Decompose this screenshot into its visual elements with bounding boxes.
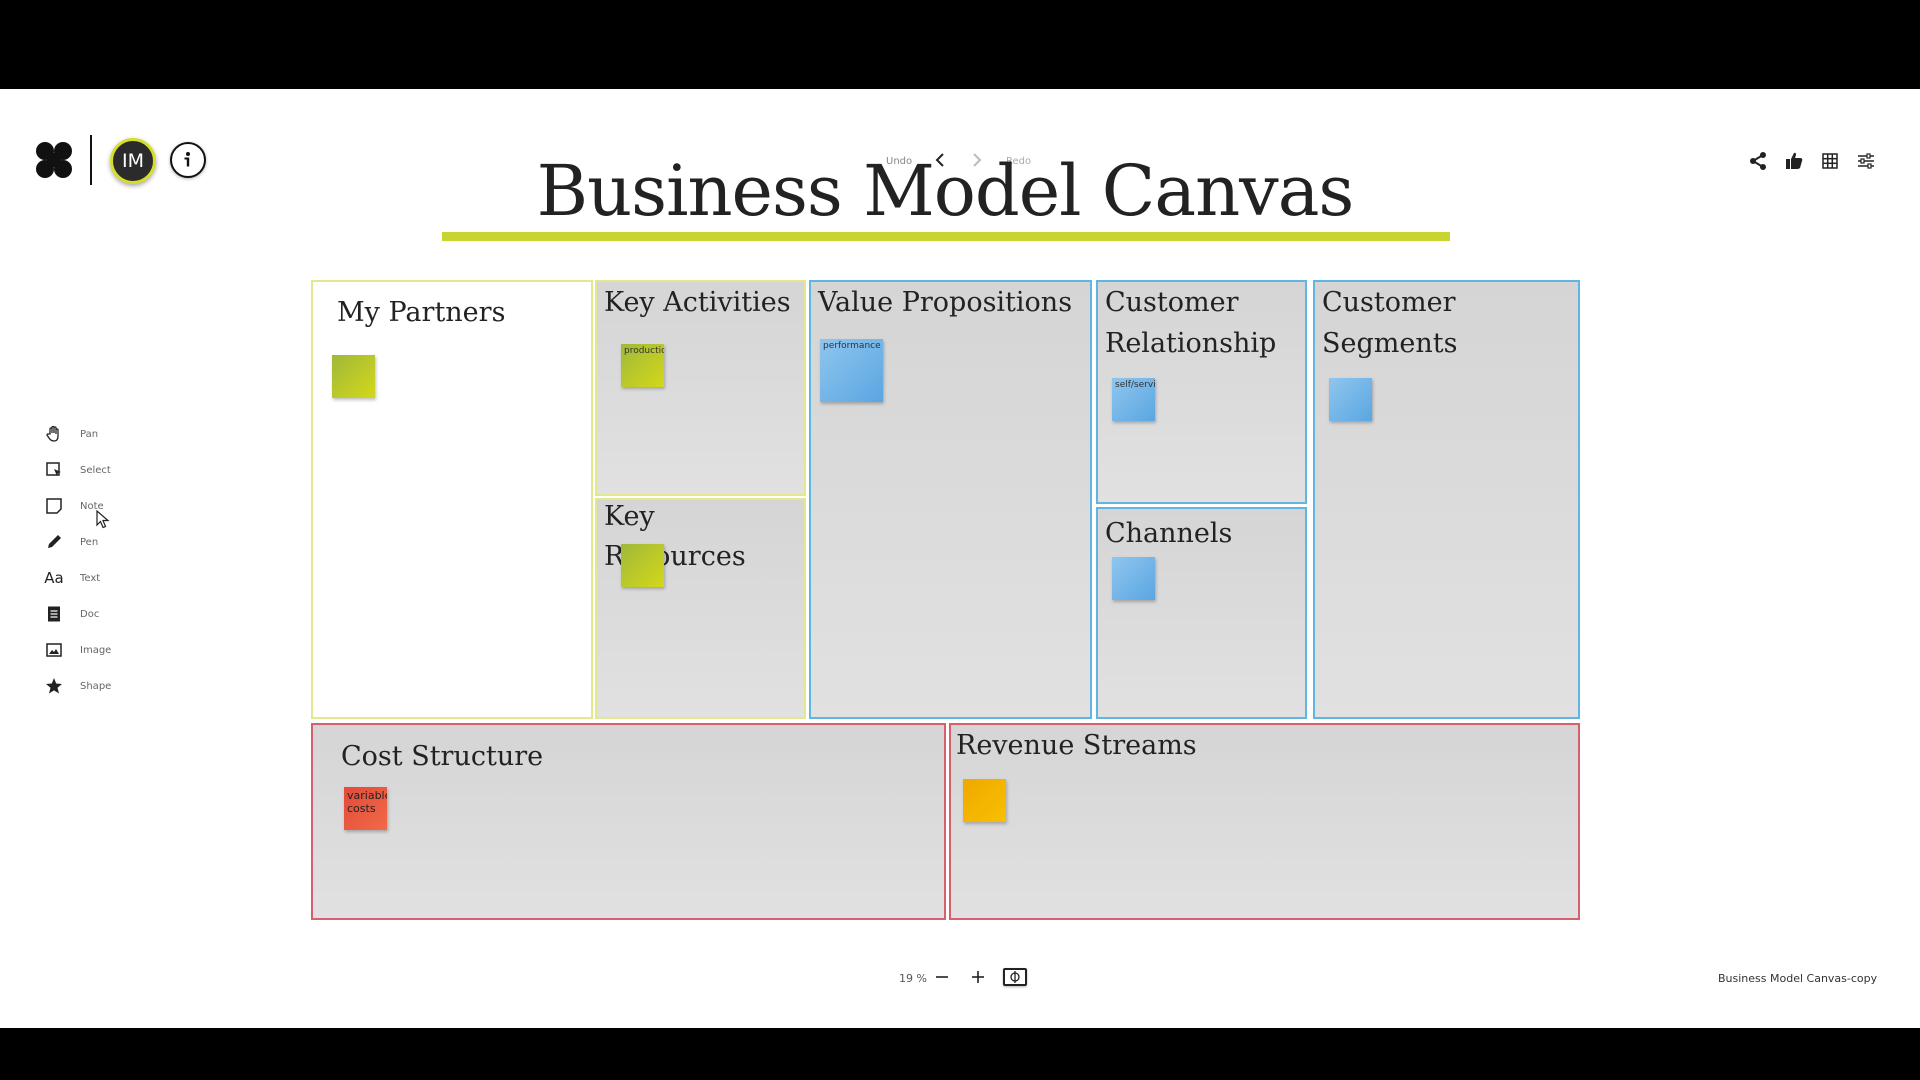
info-button[interactable] xyxy=(170,142,206,178)
mouse-cursor-icon xyxy=(96,509,110,530)
plus-icon xyxy=(972,971,984,983)
tool-text[interactable]: Aa Text xyxy=(40,566,100,590)
tool-label: Pen xyxy=(80,536,99,548)
tool-label: Text xyxy=(80,572,101,584)
settings-button[interactable] xyxy=(1855,150,1877,172)
block-revenue-streams[interactable]: Revenue Streams xyxy=(949,723,1580,920)
whiteboard-app: IM Undo Redo Business Model Canvas xyxy=(0,89,1920,1028)
tool-select[interactable]: Select xyxy=(40,458,111,482)
tool-shape[interactable]: Shape xyxy=(40,674,111,698)
image-icon xyxy=(40,640,68,660)
title-underline xyxy=(442,232,1450,241)
block-title: Cost Structure xyxy=(341,741,544,772)
doc-icon xyxy=(40,604,68,624)
tool-pen[interactable]: Pen xyxy=(40,530,98,554)
block-title: Segments xyxy=(1322,328,1458,359)
sticky-note[interactable]: performance xyxy=(820,339,883,402)
block-customer-relationship[interactable]: Customer Relationship self/service xyxy=(1096,280,1307,504)
fit-screen-icon xyxy=(1010,971,1020,983)
chevron-left-icon xyxy=(935,153,944,167)
block-title: Customer xyxy=(1322,287,1456,318)
block-title: Value Propositions xyxy=(818,287,1073,318)
tool-label: Shape xyxy=(80,680,112,692)
app-logo-icon[interactable] xyxy=(34,140,74,180)
undo-label: Undo xyxy=(886,156,913,167)
sticky-note[interactable] xyxy=(963,779,1006,822)
share-icon xyxy=(1750,152,1766,170)
tool-doc[interactable]: Doc xyxy=(40,602,99,626)
hand-icon xyxy=(40,424,68,444)
block-my-partners[interactable]: My Partners xyxy=(311,280,593,719)
sticky-note[interactable] xyxy=(1329,378,1372,421)
undo-button[interactable] xyxy=(930,150,950,170)
block-title: Key Activities xyxy=(604,287,791,318)
block-cost-structure[interactable]: Cost Structure variable costs xyxy=(311,723,946,920)
sticky-note[interactable] xyxy=(621,544,664,587)
block-title: Customer xyxy=(1105,287,1239,318)
sticky-note[interactable] xyxy=(1112,557,1155,600)
tool-label: Select xyxy=(80,464,111,476)
block-title: Relationship xyxy=(1105,328,1277,359)
share-button[interactable] xyxy=(1747,150,1769,172)
fit-to-screen-button[interactable] xyxy=(1003,968,1027,986)
select-icon xyxy=(40,460,68,480)
sticky-note[interactable]: variable costs xyxy=(344,787,387,830)
minus-icon xyxy=(936,976,948,978)
note-icon xyxy=(40,496,68,516)
tool-label: Note xyxy=(80,500,104,512)
header-divider xyxy=(90,135,92,185)
zoom-out-button[interactable] xyxy=(932,967,952,987)
sticky-note[interactable] xyxy=(332,355,375,398)
tool-label: Pan xyxy=(80,428,99,440)
pen-icon xyxy=(40,532,68,552)
zoom-level: 19 % xyxy=(899,972,927,985)
sticky-note[interactable]: self/service xyxy=(1112,378,1155,421)
block-key-resources[interactable]: Key Resources xyxy=(595,498,806,719)
block-value-propositions[interactable]: Value Propositions performance xyxy=(809,280,1092,719)
grid-button[interactable] xyxy=(1819,150,1841,172)
thumbs-up-icon xyxy=(1786,152,1803,169)
tool-note[interactable]: Note xyxy=(40,494,104,518)
star-icon xyxy=(40,676,68,696)
like-button[interactable] xyxy=(1783,150,1805,172)
redo-button[interactable] xyxy=(967,150,987,170)
sticky-note[interactable]: productio xyxy=(621,344,664,387)
user-avatar[interactable]: IM xyxy=(110,138,156,184)
grid-icon xyxy=(1822,153,1838,169)
tool-pan[interactable]: Pan xyxy=(40,422,98,446)
tool-label: Doc xyxy=(80,608,100,620)
block-title: Channels xyxy=(1105,518,1233,549)
redo-label: Redo xyxy=(1006,156,1032,167)
tool-image[interactable]: Image xyxy=(40,638,111,662)
block-title: Revenue Streams xyxy=(956,730,1197,761)
block-title: My Partners xyxy=(337,297,506,328)
chevron-right-icon xyxy=(973,153,982,167)
sliders-icon xyxy=(1858,153,1874,169)
block-customer-segments[interactable]: Customer Segments xyxy=(1313,280,1580,719)
text-icon: Aa xyxy=(44,569,64,587)
block-title: Key Resources xyxy=(604,501,746,572)
block-channels[interactable]: Channels xyxy=(1096,507,1307,719)
tool-label: Image xyxy=(80,644,112,656)
zoom-in-button[interactable] xyxy=(968,967,988,987)
document-name: Business Model Canvas-copy xyxy=(1718,972,1878,985)
info-icon xyxy=(184,152,190,167)
block-key-activities[interactable]: Key Activities productio xyxy=(595,280,806,496)
page-title[interactable]: Business Model Canvas xyxy=(536,150,1355,232)
